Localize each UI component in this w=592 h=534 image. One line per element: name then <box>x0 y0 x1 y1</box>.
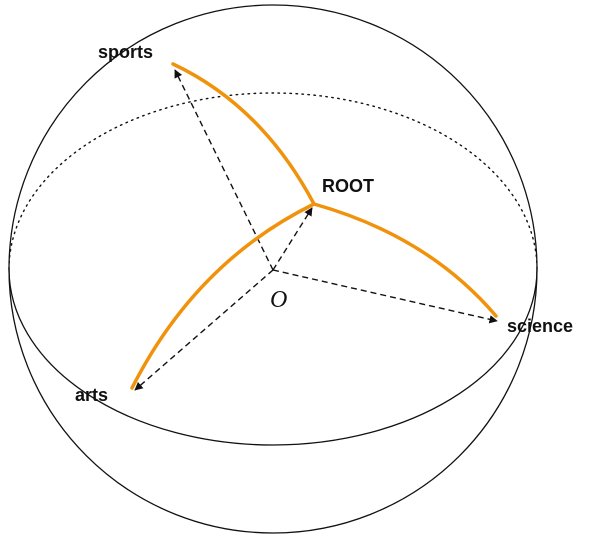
vector-to-science <box>272 269 498 324</box>
label-origin: O <box>270 287 287 313</box>
equator-back-dotted <box>8 92 538 270</box>
arc-root-arts <box>130 202 316 390</box>
arc-root-science <box>312 202 498 318</box>
label-sports: sports <box>98 42 153 62</box>
vector-to-sports <box>174 69 274 271</box>
vector-to-root <box>272 207 313 271</box>
vector-to-arts <box>134 269 274 391</box>
label-arts: arts <box>75 385 108 405</box>
label-science: science <box>507 316 573 336</box>
equator-front <box>8 268 538 446</box>
arc-root-sports <box>171 62 316 206</box>
label-root: ROOT <box>322 176 374 196</box>
